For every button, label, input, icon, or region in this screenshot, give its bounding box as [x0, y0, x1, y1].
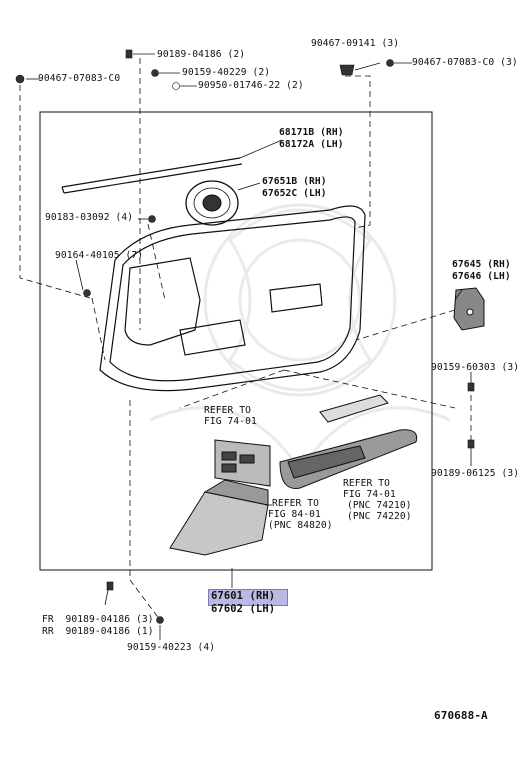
part-label-90467-09141: 90467-09141 (3): [311, 38, 400, 49]
part-label-90189-06125: 90189-06125 (3): [431, 468, 520, 479]
side-bracket: [453, 287, 485, 331]
part-label-68171b: 68171B (RH): [279, 127, 344, 138]
part-label-90467-07083-left: 90467-07083-C0: [38, 73, 121, 84]
part-label-67645: 67645 (RH): [452, 259, 511, 270]
reference-1-line-a: REFER TO: [204, 405, 252, 416]
part-label-67646: 67646 (LH): [452, 271, 511, 282]
part-label-90159-60303: 90159-60303 (3): [431, 362, 520, 373]
main-part-label-rh[interactable]: 67601 (RH): [211, 590, 276, 602]
part-label-90467-07083-right: 90467-07083-C0 (3): [412, 57, 518, 68]
part-label-67652c: 67652C (LH): [262, 188, 327, 199]
reference-2-line-b: FIG 84-01: [268, 509, 321, 520]
reference-2-line-c: (PNC 84820): [268, 520, 333, 531]
lower-pocket: [169, 479, 269, 556]
main-part-highlight: [208, 589, 288, 606]
reference-3-line-c: (PNC 74210): [347, 500, 412, 511]
fasteners: [15, 49, 475, 624]
part-label-fr-90189-04186: FR 90189-04186 (3): [42, 614, 154, 625]
dashed-guides: [19, 58, 472, 621]
reference-3-line-a: REFER TO: [343, 478, 391, 489]
part-label-90183-03092: 90183-03092 (4): [45, 212, 134, 223]
armrest-part: [279, 429, 418, 489]
diagram-code: 670688-A: [434, 709, 488, 722]
reference-2-line-a: REFER TO: [272, 498, 320, 509]
handle-bracket: [319, 394, 389, 423]
switch-bezel: [214, 439, 271, 487]
part-label-90950-01746: 90950-01746-22 (2): [198, 80, 304, 91]
weatherstrip: [61, 157, 243, 194]
reference-1-line-b: FIG 74-01: [204, 416, 257, 427]
part-label-67651b: 67651B (RH): [262, 176, 327, 187]
part-label-rr-90189-04186: RR 90189-04186 (1): [42, 626, 154, 637]
part-label-68172a: 68172A (LH): [279, 139, 344, 150]
speaker-grille: [185, 180, 239, 226]
door-trim-panel: [99, 205, 366, 392]
part-label-90164-40105: 90164-40105 (7): [55, 250, 144, 261]
leader-lines: [26, 53, 472, 640]
part-label-90159-40229: 90159-40229 (2): [182, 67, 271, 78]
assembly-frame: [39, 111, 433, 571]
reference-3-line-b: FIG 74-01: [343, 489, 396, 500]
main-part-label-lh[interactable]: 67602 (LH): [211, 603, 276, 615]
part-label-90159-40223: 90159-40223 (4): [127, 642, 216, 653]
part-label-90189-04186-top: 90189-04186 (2): [157, 49, 246, 60]
reference-3-line-d: (PNC 74220): [347, 511, 412, 522]
